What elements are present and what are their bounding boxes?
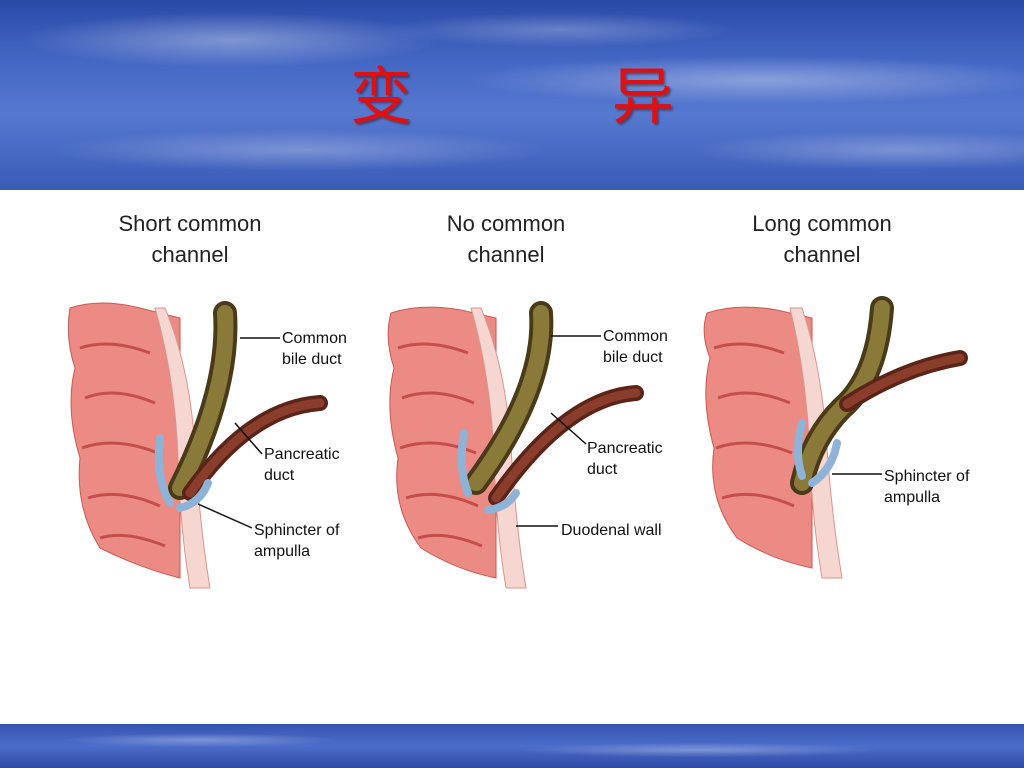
mucosal-folds [397, 342, 483, 548]
panel-heading: No common channel [446, 211, 566, 267]
footer-banner [0, 724, 1024, 768]
mucosal-folds [713, 342, 795, 508]
label-sphincter-of-ampulla: Sphincter of ampulla [254, 522, 340, 560]
panel-short-common-channel: Short common channel Common bile duct Pa… [30, 208, 350, 598]
sphincter-of-ampulla [457, 429, 520, 514]
duodenum-wall [67, 302, 181, 579]
mucosal-folds [79, 342, 166, 548]
anatomy-illustration [703, 296, 968, 579]
label-pancreatic-duct: Pancreatic duct [264, 446, 340, 484]
label-sphincter-of-ampulla: Sphincter of ampulla [884, 468, 970, 506]
anatomy-illustration [67, 301, 328, 589]
panel-heading: Short common channel [118, 211, 262, 267]
panel-long-common-channel: Long common channel Sphincter of ampulla [662, 208, 982, 598]
label-pancreatic-duct: Pancreatic duct [587, 440, 663, 478]
slide-title: 变 异 [350, 60, 764, 133]
sphincter-of-ampulla [154, 434, 212, 512]
leader-line [234, 422, 263, 455]
leader-line [197, 503, 253, 529]
label-common-bile-duct: Common bile duct [282, 330, 347, 368]
anatomy-illustration [387, 301, 644, 589]
panel-heading: Long common channel [752, 211, 892, 267]
header-banner [0, 0, 1024, 190]
sphincter-of-ampulla [794, 419, 841, 487]
label-common-bile-duct: Common bile duct [603, 328, 668, 366]
leader-line [550, 412, 587, 445]
duodenal-wall-layer [154, 307, 211, 589]
panel-no-common-channel: No common channel Common bile duct Pancr… [346, 208, 668, 598]
label-duodenal-wall: Duodenal wall [561, 522, 662, 539]
